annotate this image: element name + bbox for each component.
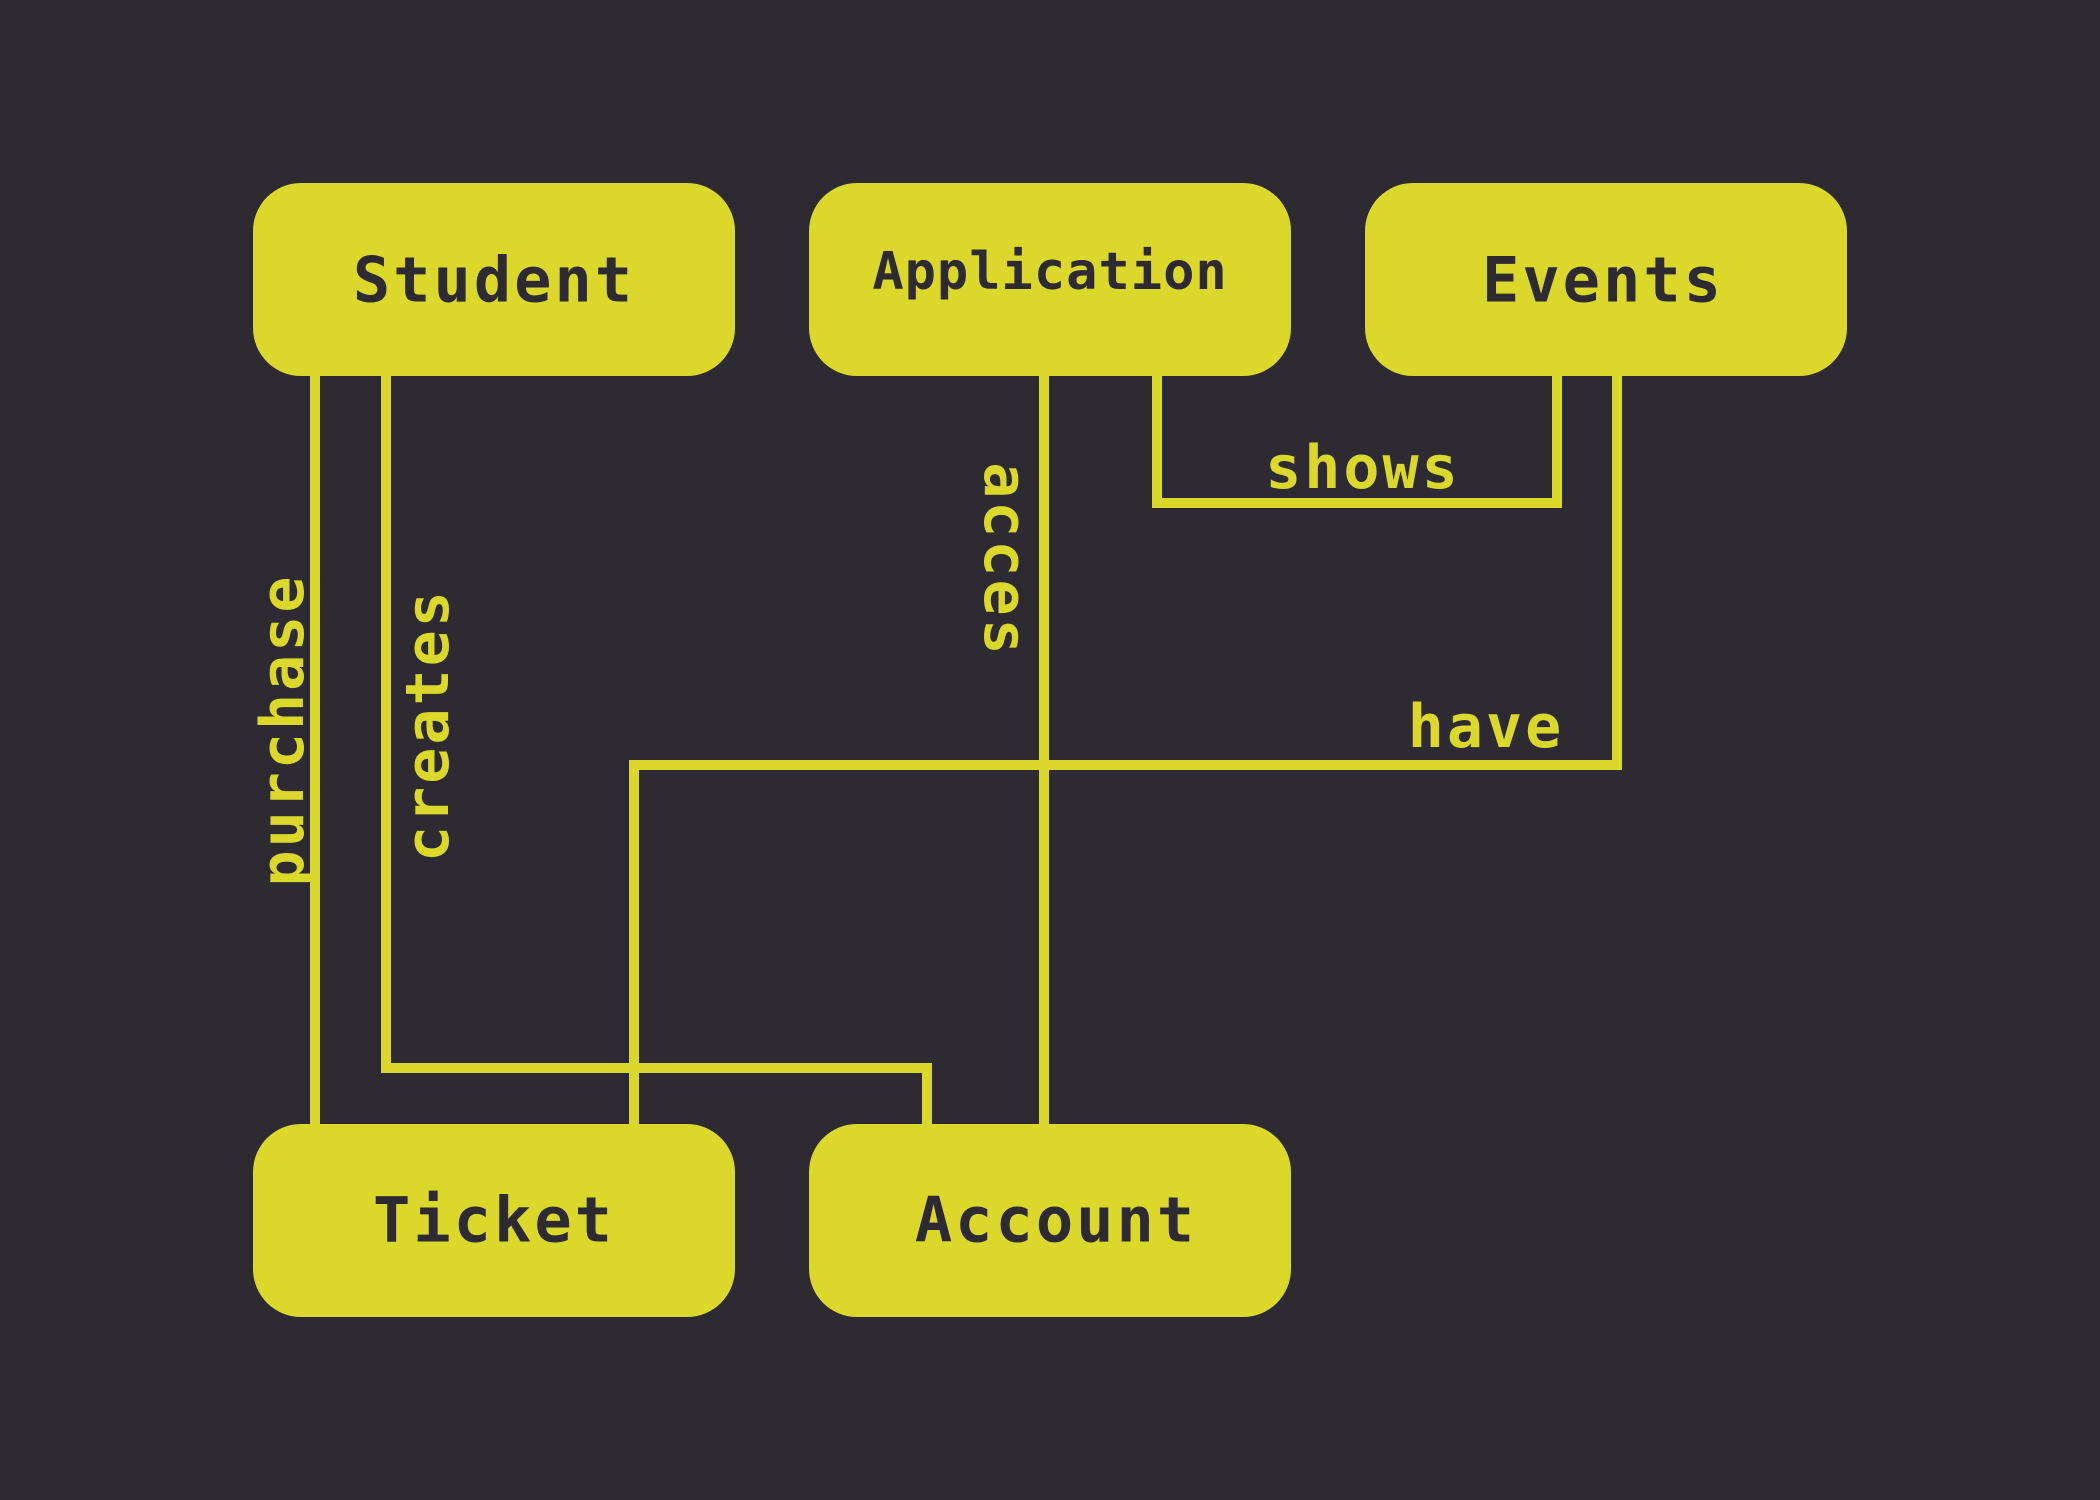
- edge-label-purchase: purchase: [248, 574, 318, 887]
- connector-events-ticket-have: [629, 375, 1622, 1125]
- node-ticket-box: [253, 1124, 735, 1317]
- edge-label-acces: acces: [970, 462, 1040, 658]
- node-application-box: [809, 183, 1291, 376]
- node-account-box: [809, 1124, 1291, 1317]
- node-student-label: Student: [353, 244, 635, 317]
- node-events[interactable]: Events: [1365, 183, 1847, 376]
- node-events-box: [1365, 183, 1847, 376]
- edge-labels: purchase creates acces shows have: [248, 433, 1565, 887]
- node-student-box: [253, 183, 735, 376]
- node-ticket-label: Ticket: [373, 1184, 615, 1257]
- node-account[interactable]: Account: [809, 1124, 1291, 1317]
- node-ticket[interactable]: Ticket: [253, 1124, 735, 1317]
- edge-label-creates: creates: [393, 588, 463, 862]
- node-account-label: Account: [915, 1184, 1197, 1257]
- node-events-label: Events: [1482, 244, 1724, 317]
- node-application-label: Application: [872, 242, 1227, 302]
- edge-label-shows: shows: [1265, 433, 1461, 503]
- node-application[interactable]: Application: [809, 183, 1291, 376]
- node-student[interactable]: Student: [253, 183, 735, 376]
- connector-application-events-shows: [1152, 375, 1562, 508]
- connectors: [310, 375, 1622, 1125]
- edge-label-have: have: [1408, 692, 1565, 762]
- connector-student-account-creates: [381, 375, 932, 1125]
